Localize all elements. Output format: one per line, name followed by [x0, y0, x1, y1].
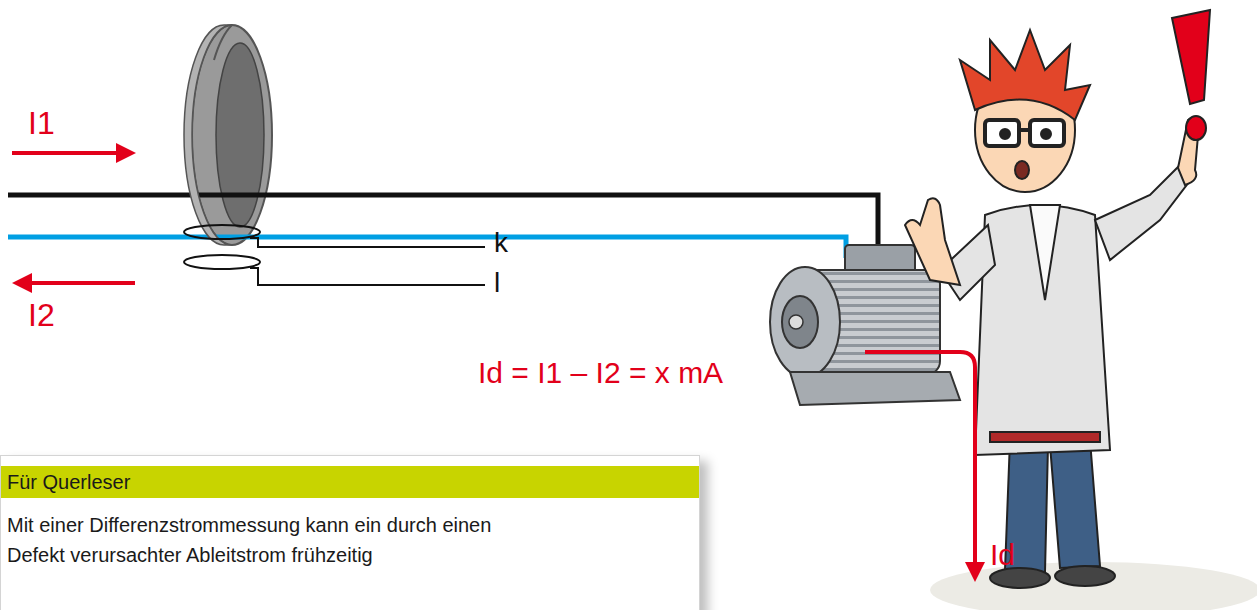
technician-figure: [905, 30, 1199, 588]
terminal-label: l: [494, 268, 500, 299]
secondary-winding: [184, 225, 485, 285]
current-arrow: [12, 151, 132, 155]
leakage-current-path: [865, 352, 975, 578]
current-label: I1: [28, 106, 55, 141]
ground-shadow: [930, 562, 1257, 610]
current-arrow: [16, 281, 135, 285]
exclamation-mark: [1172, 10, 1210, 140]
terminal-label: k: [494, 228, 508, 259]
summary-box: Für QuerleserMit einer Differenzstrommes…: [0, 455, 700, 610]
ring-rim: [184, 25, 232, 245]
box-text: Mit einer Differenzstrommessung kann ein…: [1, 498, 517, 574]
neutral-wire: [8, 237, 846, 258]
box-heading: Für Querleser: [1, 466, 699, 498]
formula: Id = I1 – I2 = x mA: [478, 356, 723, 389]
current-label: I2: [28, 298, 55, 333]
phase-wire: [8, 195, 878, 255]
current-label: Id: [990, 538, 1015, 571]
